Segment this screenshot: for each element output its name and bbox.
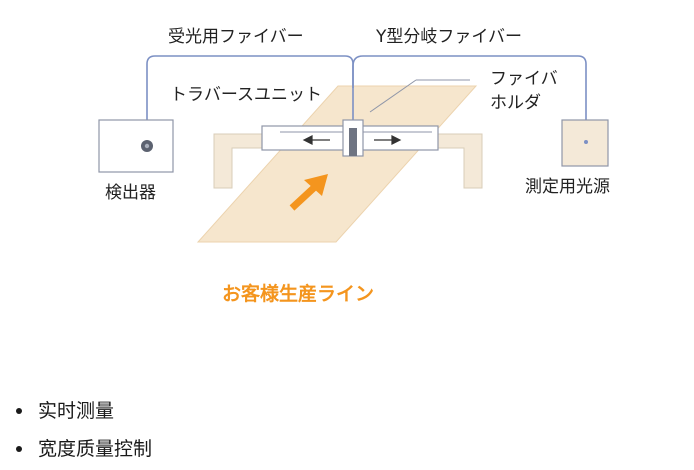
detector-box <box>98 119 174 173</box>
measurement-system-diagram: 受光用ファイバー Y型分岐ファイバー トラバースユニット ファイバ ホルダ 検出… <box>98 27 610 305</box>
fiber-holder <box>342 119 364 157</box>
fiber-holder-leader <box>369 79 417 113</box>
light-source-box <box>561 119 609 167</box>
feature-list: 实时测量 宽度质量控制 <box>0 392 152 468</box>
list-item-text: 实时测量 <box>38 400 115 422</box>
flow-arrow-icon <box>289 174 328 211</box>
receiving-fiber-label: 受光用ファイバー <box>168 27 304 47</box>
fiber-holder-label-line1: ファイバ <box>490 69 558 89</box>
fiber-holder-label-line2: ホルダ <box>490 93 541 113</box>
bullet-dot <box>16 446 22 452</box>
traverse-unit-label: トラバースユニット <box>170 85 322 105</box>
detector-label: 検出器 <box>105 183 156 203</box>
list-item-text: 宽度质量控制 <box>38 438 153 460</box>
list-item: 宽度质量控制 <box>0 430 152 468</box>
bullet-dot <box>16 408 22 414</box>
y-branch-fiber-label: Y型分岐ファイバー <box>375 27 522 47</box>
light-source-label: 測定用光源 <box>525 177 610 197</box>
production-sheet <box>196 85 478 243</box>
fiber-lines <box>146 55 587 124</box>
customer-line-label: お客様生産ライン <box>222 282 374 305</box>
left-right-arrows-icon <box>302 135 402 145</box>
list-item: 实时测量 <box>0 392 152 430</box>
